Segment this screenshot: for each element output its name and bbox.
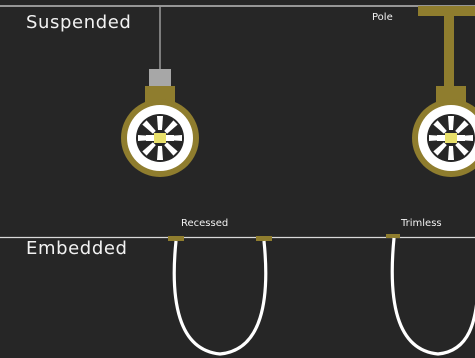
lens-light-icon bbox=[121, 99, 199, 177]
recessed-trim-right bbox=[256, 236, 272, 241]
suspended-luminaire bbox=[121, 6, 199, 177]
pole-luminaire bbox=[412, 6, 475, 177]
trimless-edge bbox=[386, 234, 400, 238]
pole-label: Pole bbox=[372, 12, 393, 23]
section-title-suspended: Suspended bbox=[26, 12, 132, 33]
trimless-label: Trimless bbox=[401, 218, 442, 229]
recessed-trim-left bbox=[168, 236, 184, 241]
cable-canopy bbox=[149, 69, 171, 86]
recessed-fixture bbox=[168, 236, 272, 356]
trimless-housing bbox=[390, 237, 475, 356]
section-title-embedded: Embedded bbox=[26, 238, 128, 259]
pole-stem bbox=[444, 16, 454, 88]
recessed-housing bbox=[172, 240, 268, 356]
lens-light-icon bbox=[412, 99, 475, 177]
recessed-label: Recessed bbox=[181, 218, 229, 229]
pole-mount-plate bbox=[418, 6, 475, 16]
trimless-fixture bbox=[386, 234, 475, 356]
